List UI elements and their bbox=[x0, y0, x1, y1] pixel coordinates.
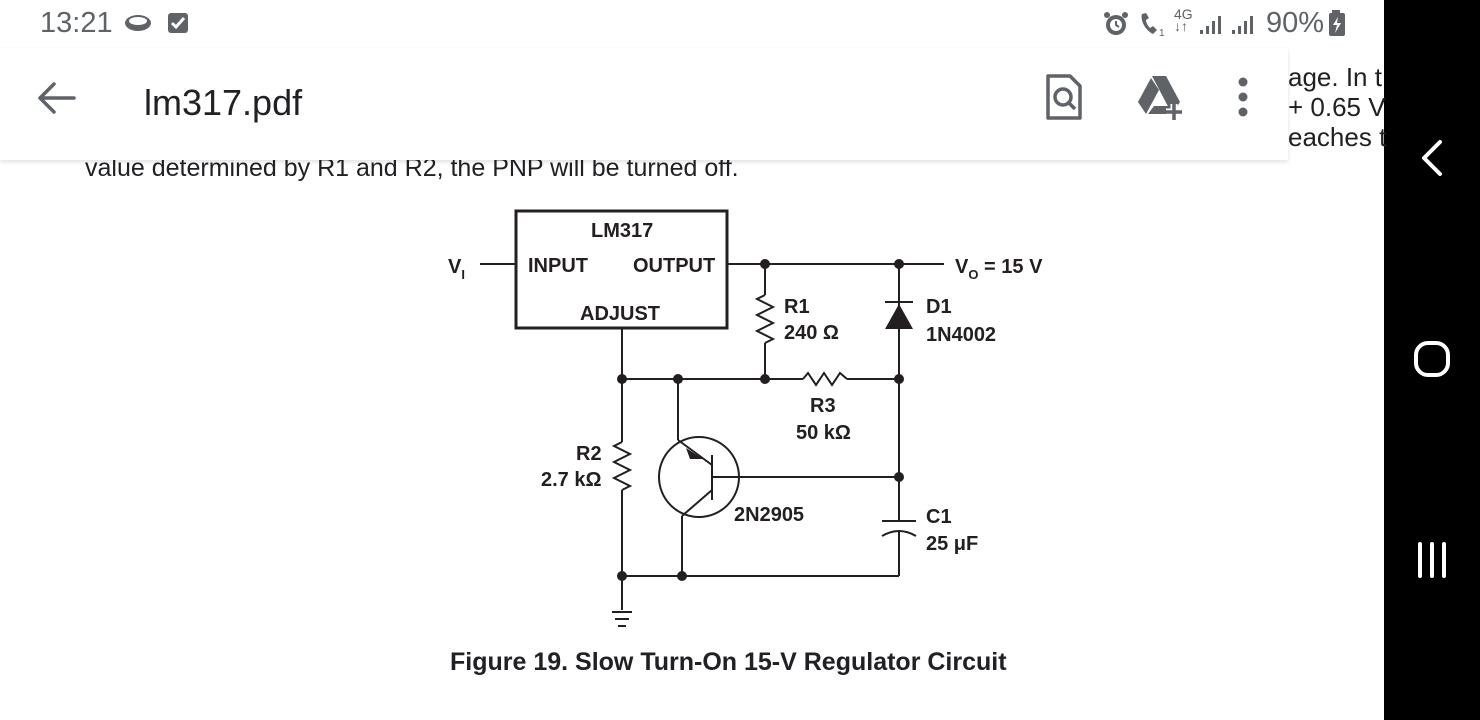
search-document-icon[interactable] bbox=[1036, 70, 1090, 124]
svg-text:1: 1 bbox=[1159, 28, 1165, 38]
r1-name: R1 bbox=[784, 296, 810, 318]
signal-icon bbox=[1200, 16, 1221, 34]
check-icon bbox=[168, 13, 188, 33]
nav-recents-icon[interactable] bbox=[1408, 536, 1456, 584]
battery-icon bbox=[1329, 10, 1345, 36]
nav-home-icon[interactable] bbox=[1408, 335, 1456, 383]
r1-value: 240 Ω bbox=[784, 322, 839, 344]
document-title: lm317.pdf bbox=[144, 82, 303, 123]
alarm-icon bbox=[1104, 12, 1128, 35]
back-arrow-icon[interactable] bbox=[34, 76, 78, 120]
navigation-bar bbox=[1384, 0, 1480, 720]
d1-value: 1N4002 bbox=[926, 324, 996, 346]
transistor-label: 2N2905 bbox=[734, 504, 804, 526]
vin-label: VI bbox=[448, 256, 465, 282]
nav-back-icon[interactable] bbox=[1408, 134, 1456, 182]
r2-name: R2 bbox=[576, 443, 602, 465]
app-bar: lm317.pdf bbox=[0, 48, 1288, 160]
more-options-icon[interactable] bbox=[1216, 70, 1270, 124]
signal-icon-2 bbox=[1232, 16, 1253, 34]
c1-name: C1 bbox=[926, 506, 952, 528]
r3-resistor bbox=[802, 371, 848, 387]
status-time: 13:21 bbox=[40, 7, 113, 39]
circuit-diagram: LM317 INPUT OUTPUT ADJUST VI VO = 15 V R… bbox=[448, 209, 1043, 627]
pin-input: INPUT bbox=[528, 255, 588, 277]
r3-value: 50 kΩ bbox=[796, 422, 851, 444]
d1-name: D1 bbox=[926, 296, 952, 318]
network-type: 4G↓↑ bbox=[1174, 6, 1193, 34]
figure-caption: Figure 19. Slow Turn-On 15-V Regulator C… bbox=[450, 648, 1007, 676]
document-side-fragment: age. In t + 0.65 V eaches t bbox=[1288, 62, 1387, 152]
message-icon bbox=[125, 15, 151, 31]
battery-percent: 90% bbox=[1266, 7, 1325, 39]
wifi-call-icon: 1 bbox=[1141, 13, 1165, 38]
junction-dots bbox=[617, 259, 904, 581]
add-to-drive-icon[interactable] bbox=[1134, 70, 1188, 124]
r3-name: R3 bbox=[810, 395, 836, 417]
pin-adjust: ADJUST bbox=[580, 303, 660, 325]
status-bar: 13:21 1 4G↓↑ 90% bbox=[0, 0, 1384, 48]
d1-diode bbox=[885, 304, 913, 329]
emitter-arrow bbox=[686, 448, 703, 459]
r2-resistor bbox=[611, 441, 633, 491]
r1-resistor bbox=[754, 294, 776, 344]
ic-label: LM317 bbox=[591, 220, 653, 242]
r2-value: 2.7 kΩ bbox=[541, 469, 602, 491]
vout-label: VO = 15 V bbox=[955, 256, 1043, 282]
circuit-wires bbox=[480, 209, 944, 627]
pin-output: OUTPUT bbox=[633, 255, 715, 277]
c1-value: 25 μF bbox=[926, 533, 978, 555]
